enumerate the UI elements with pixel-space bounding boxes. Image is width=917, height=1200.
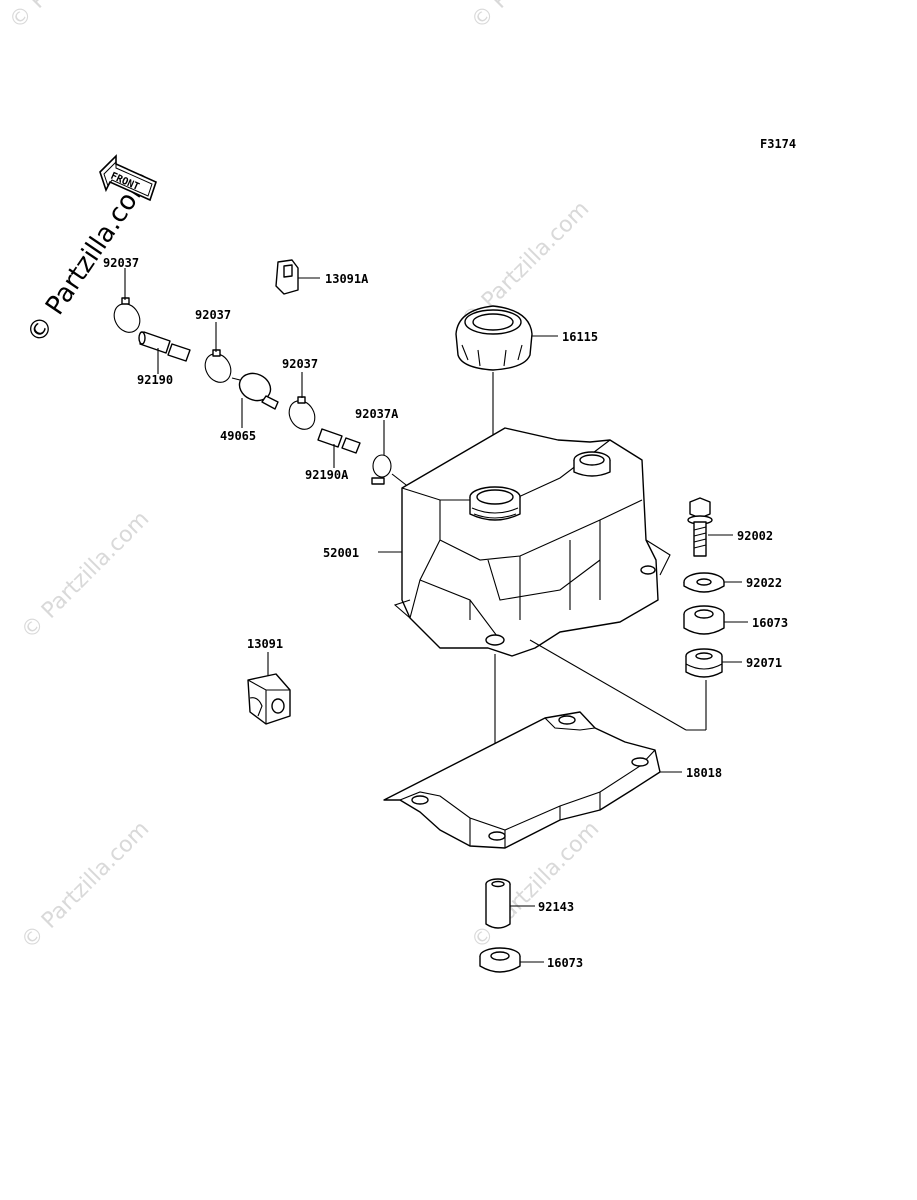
hose-clamp-92037-left (113, 268, 141, 333)
fuel-hose-92190a (317, 428, 361, 468)
hose-clamp-92037-right (288, 372, 316, 430)
label-13091: 13091 (247, 637, 283, 651)
label-92022: 92022 (746, 576, 782, 590)
washer-92022 (683, 572, 742, 593)
grommet-16073-upper (683, 605, 748, 635)
cushion-13091a (275, 259, 320, 295)
watermark: © Partzilla.com (5, 0, 143, 34)
label-92143: 92143 (538, 900, 574, 914)
damper-92071 (685, 648, 742, 678)
label-16073-a: 16073 (752, 616, 788, 630)
label-52001: 52001 (323, 546, 359, 560)
bolt-92002 (687, 497, 733, 557)
fuel-filter-49065 (231, 372, 279, 428)
label-92037-b: 92037 (195, 308, 231, 322)
cushion-13091 (247, 652, 291, 725)
label-13091a: 13091A (325, 272, 369, 286)
fuel-hose-92190 (138, 331, 191, 374)
watermark: © Partzilla.com (467, 0, 605, 34)
label-16115: 16115 (562, 330, 598, 344)
label-92037a: 92037A (355, 407, 399, 421)
collar-92143 (485, 878, 535, 929)
label-92002: 92002 (737, 529, 773, 543)
watermark: © Partzilla.com (17, 507, 155, 645)
label-92037-a: 92037 (103, 256, 139, 270)
label-92037-c: 92037 (282, 357, 318, 371)
label-18018: 18018 (686, 766, 722, 780)
grommet-16073-lower (479, 947, 544, 973)
fuel-tank-52001 (378, 427, 707, 845)
tray-18018 (383, 711, 682, 849)
label-92190a: 92190A (305, 468, 349, 482)
label-92190: 92190 (137, 373, 173, 387)
label-49065: 49065 (220, 429, 256, 443)
hose-clamp-92037a (371, 420, 411, 489)
watermark: © Partzilla.com (17, 817, 155, 955)
hose-clamp-92037-middle (204, 322, 232, 383)
label-92071: 92071 (746, 656, 782, 670)
label-16073-b: 16073 (547, 956, 583, 970)
diagram-code: F3174 (760, 137, 796, 151)
